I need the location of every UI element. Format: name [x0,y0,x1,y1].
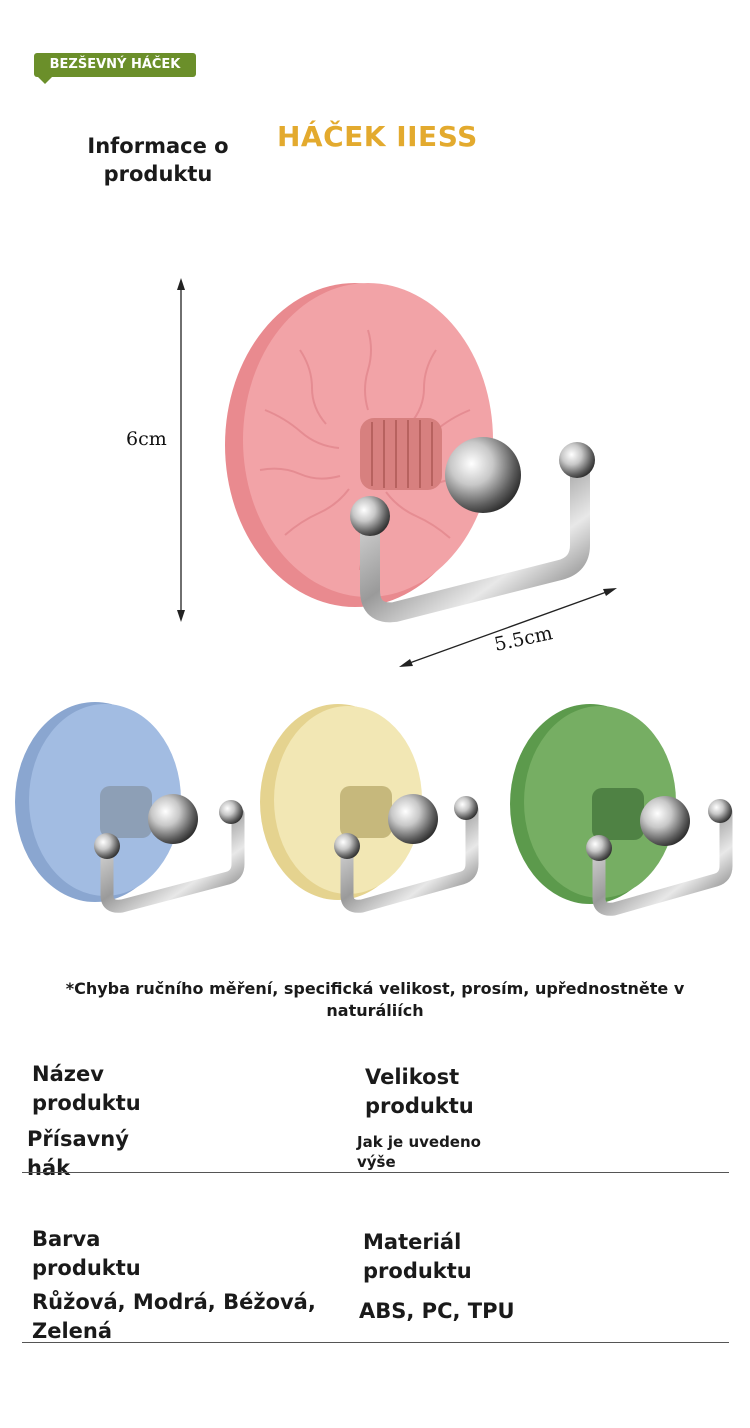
arrow-up-icon [177,278,185,290]
variant-green [510,704,733,916]
color-variants [15,702,733,916]
color-value: Růžová, Modrá, Béžová, Zelená [32,1290,316,1343]
measurement-note: *Chyba ručního měření, specifická veliko… [65,979,685,1020]
arrow-down-icon [177,610,185,622]
material-label: Materiál produktu [363,1230,472,1283]
brand-title: HÁČEK IIESS [277,120,478,153]
arrow-left-icon [399,659,413,667]
size-label: Velikost produktu [365,1065,474,1118]
chrome-hook-arm [360,450,590,623]
main-product-image [177,278,617,667]
hook-knob-left [350,496,390,536]
material-value: ABS, PC, TPU [359,1299,515,1323]
collar-ridges [371,420,433,488]
size-value: Jak je uvedeno výše [357,1133,481,1171]
variant-beige [260,704,479,913]
hook-knob-right [559,442,595,478]
name-label: Název produktu [32,1062,141,1115]
category-badge: BEZŠEVNÝ HÁČEK [34,53,196,77]
table-divider-bottom [22,1342,729,1343]
badge-tail [38,77,52,84]
variant-blue [15,702,245,913]
arrow-right-icon [603,588,617,596]
table-divider [22,1172,729,1173]
name-value: Přísavný hák [27,1127,129,1180]
height-label: 6cm [126,428,167,450]
section-title: Informace o produktu [87,134,229,186]
hook-ball-center [445,437,521,513]
width-dimension-line [403,589,613,666]
color-label: Barva produktu [32,1227,141,1280]
hook-collar [360,418,442,490]
